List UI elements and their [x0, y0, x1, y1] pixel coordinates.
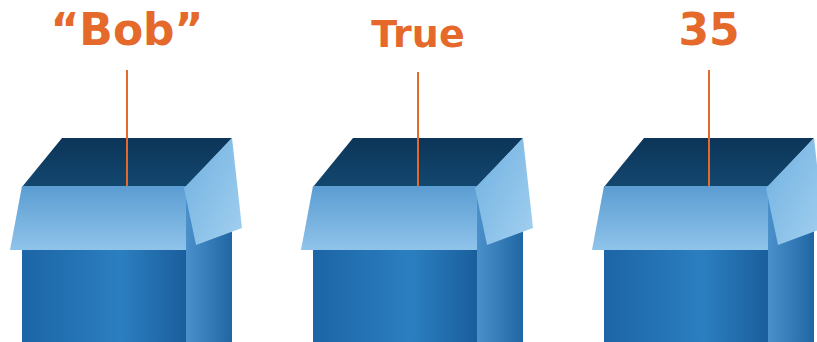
box-front-flap — [10, 186, 186, 250]
value-box: True — [301, 0, 546, 342]
box-side-flap — [766, 138, 817, 245]
value-box: 35 — [592, 0, 817, 342]
box-front — [604, 250, 768, 342]
value-label: “Bob” — [7, 4, 247, 55]
box-front — [22, 250, 186, 342]
box-front-flap — [592, 186, 768, 250]
box-side-flap — [184, 138, 242, 245]
value-label: 35 — [589, 4, 817, 55]
box-front-flap — [301, 186, 477, 250]
value-box: “Bob” — [10, 0, 255, 342]
box-front — [313, 250, 477, 342]
box-side-flap — [475, 138, 533, 245]
value-label: True — [298, 12, 538, 56]
